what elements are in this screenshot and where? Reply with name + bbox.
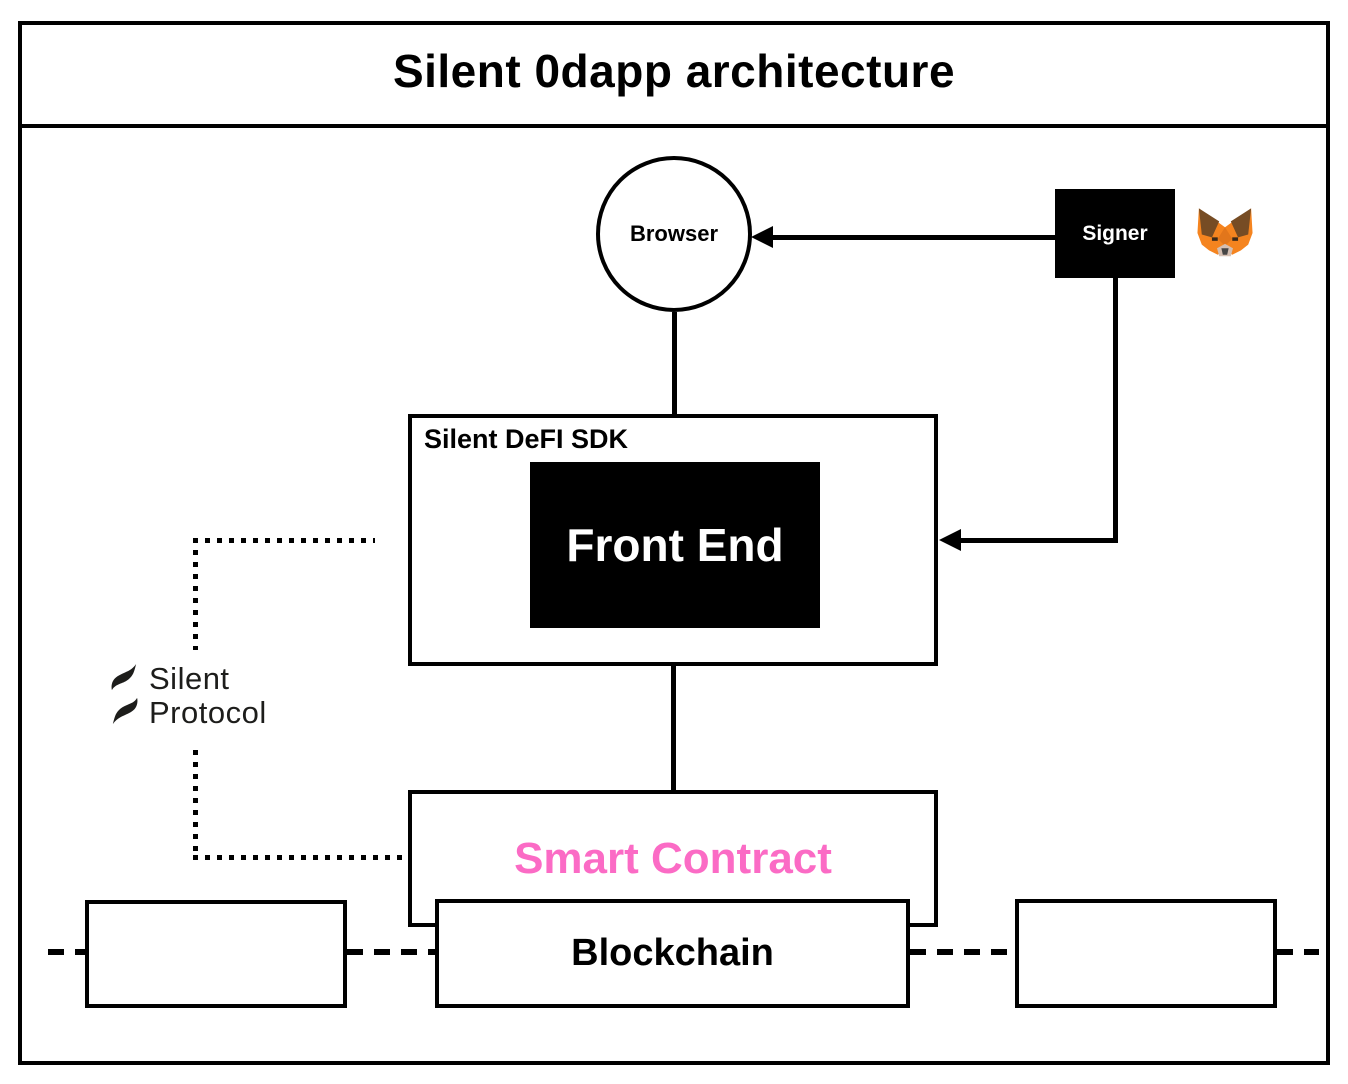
blockchain-node-label: Blockchain — [571, 932, 774, 974]
silent-protocol-logo-text: Silent Protocol — [149, 661, 267, 731]
silent-protocol-logo-icon — [108, 663, 141, 730]
dashed-line-left-outer — [48, 949, 85, 955]
front-end-node: Front End — [530, 462, 820, 628]
browser-node: Browser — [596, 156, 752, 312]
peer-box-left — [85, 900, 347, 1008]
title-separator-line — [18, 124, 1330, 128]
arrowhead-into-browser-icon — [751, 226, 773, 248]
dotted-edge-logo-to-contract-horizontal — [193, 855, 408, 860]
signer-node: Signer — [1055, 189, 1175, 278]
dashed-line-right-outer — [1277, 949, 1319, 955]
dotted-edge-logo-to-sdk-horizontal — [193, 538, 375, 543]
browser-node-label: Browser — [629, 221, 719, 246]
diagram-title: Silent 0dapp architecture — [392, 45, 956, 97]
front-end-node-label: Front End — [566, 519, 784, 571]
blockchain-node: Blockchain — [435, 899, 910, 1008]
peer-box-right — [1015, 899, 1277, 1008]
dotted-edge-logo-to-sdk-vertical — [193, 538, 198, 650]
edge-browser-to-sdk — [672, 312, 677, 416]
edge-signer-to-sdk — [958, 538, 1118, 543]
smart-contract-node-label: Smart Contract — [514, 833, 832, 883]
signer-node-label: Signer — [1082, 221, 1148, 245]
edge-sdk-to-smart-contract — [671, 666, 676, 790]
silent-protocol-logo-line2: Protocol — [149, 695, 267, 731]
metamask-fox-icon — [1196, 206, 1254, 260]
edge-signer-to-browser — [770, 235, 1057, 240]
edge-signer-down-segment — [1113, 278, 1118, 542]
silent-protocol-logo: Silent Protocol — [108, 661, 267, 731]
silent-defi-sdk-label: Silent DeFI SDK — [424, 424, 629, 454]
arrowhead-into-sdk-icon — [939, 529, 961, 551]
dotted-edge-logo-to-contract-vertical — [193, 750, 198, 858]
dashed-line-right-inner — [910, 949, 1015, 955]
dashed-line-left-inner — [347, 949, 435, 955]
silent-protocol-logo-line1: Silent — [149, 661, 230, 696]
